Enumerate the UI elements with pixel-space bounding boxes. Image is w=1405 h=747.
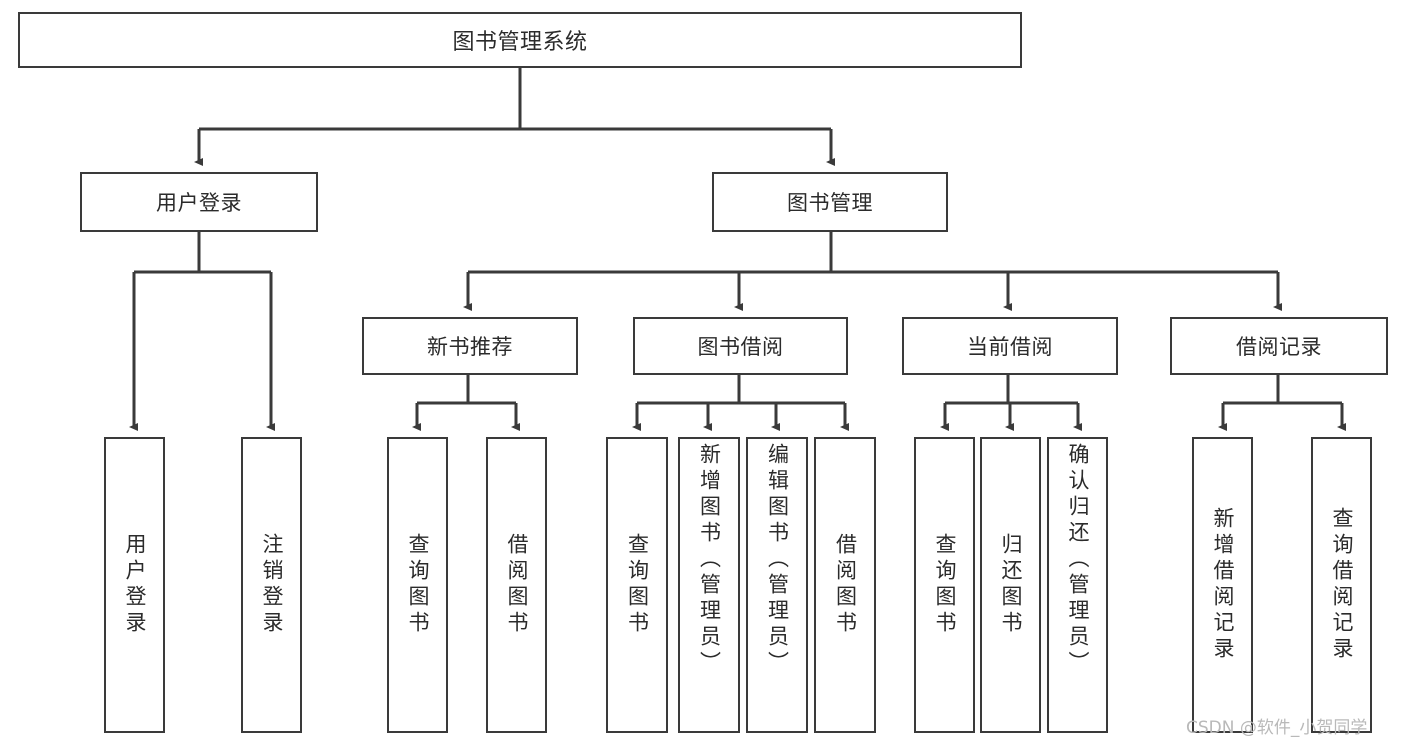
leaf-logout-label: 注销登录: [260, 533, 284, 637]
leaf-logout[interactable]: 注销登录: [241, 437, 302, 733]
node-root-system[interactable]: 图书管理系统: [18, 12, 1022, 68]
leaf-user-login-label: 用户登录: [123, 533, 147, 637]
leaf-borrow-book-borrow-label: 借阅图书: [833, 533, 858, 637]
node-user-login[interactable]: 用户登录: [80, 172, 318, 232]
node-borrow-record[interactable]: 借阅记录: [1170, 317, 1388, 375]
node-borrow-record-label: 借阅记录: [1236, 335, 1322, 359]
node-current-borrow[interactable]: 当前借阅: [902, 317, 1118, 375]
node-book-manage-label: 图书管理: [787, 191, 873, 215]
leaf-query-book-recommend-label: 查询图书: [406, 533, 430, 637]
leaf-add-borrow-record[interactable]: 新增借阅记录: [1192, 437, 1253, 733]
leaf-query-book-current-label: 查询图书: [933, 533, 957, 637]
leaf-return-book-label: 归还图书: [999, 533, 1023, 637]
leaf-query-borrow-record[interactable]: 查询借阅记录: [1311, 437, 1372, 733]
node-book-manage[interactable]: 图书管理: [712, 172, 948, 232]
node-user-login-label: 用户登录: [156, 191, 242, 215]
leaf-query-borrow-record-label: 查询借阅记录: [1330, 507, 1354, 663]
leaf-query-book-borrow[interactable]: 查询图书: [606, 437, 668, 733]
node-root-label: 图书管理系统: [452, 30, 588, 55]
leaf-borrow-book-recommend-label: 借阅图书: [505, 533, 529, 637]
leaf-query-book-recommend[interactable]: 查询图书: [387, 437, 448, 733]
leaf-add-book-admin-label: 新增图书（管理员）: [697, 443, 722, 677]
leaf-borrow-book-recommend[interactable]: 借阅图书: [486, 437, 547, 733]
csdn-watermark: CSDN @软件_小贺同学: [1186, 718, 1368, 738]
leaf-edit-book-admin-label: 编辑图书（管理员）: [765, 443, 790, 677]
leaf-confirm-return-admin-label: 确认归还（管理员）: [1066, 443, 1090, 677]
node-current-borrow-label: 当前借阅: [967, 335, 1053, 359]
leaf-query-book-borrow-label: 查询图书: [625, 533, 650, 637]
node-book-borrow[interactable]: 图书借阅: [633, 317, 848, 375]
node-new-book-recommend[interactable]: 新书推荐: [362, 317, 578, 375]
node-new-book-recommend-label: 新书推荐: [427, 335, 513, 359]
leaf-borrow-book-borrow[interactable]: 借阅图书: [814, 437, 876, 733]
leaf-edit-book-admin[interactable]: 编辑图书（管理员）: [746, 437, 808, 733]
leaf-add-borrow-record-label: 新增借阅记录: [1211, 507, 1235, 663]
leaf-user-login[interactable]: 用户登录: [104, 437, 165, 733]
leaf-confirm-return-admin[interactable]: 确认归还（管理员）: [1047, 437, 1108, 733]
leaf-query-book-current[interactable]: 查询图书: [914, 437, 975, 733]
leaf-return-book[interactable]: 归还图书: [980, 437, 1041, 733]
leaf-add-book-admin[interactable]: 新增图书（管理员）: [678, 437, 740, 733]
node-book-borrow-label: 图书借阅: [697, 335, 784, 359]
